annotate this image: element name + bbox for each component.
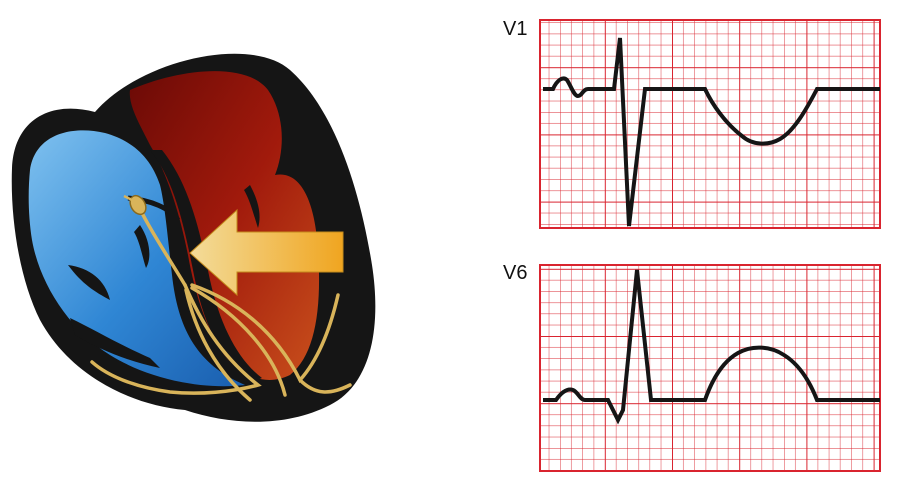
av-node-icon (123, 194, 147, 216)
ecg-panel-v1: V1 (503, 18, 881, 229)
depolarization-arrow-icon (189, 208, 344, 297)
valve-leaflet-right (134, 225, 150, 268)
left-bundle-branch-2 (190, 286, 287, 397)
ventricle-trabeculae (70, 318, 160, 368)
heart-diagram-icon (11, 53, 376, 422)
ecg-grid-v6 (539, 264, 881, 472)
ecg-panel-v6: V6 (503, 262, 881, 472)
right-bundle-branch (90, 283, 262, 395)
lead-label-v1: V1 (503, 18, 527, 40)
lead-label-v6: V6 (503, 262, 527, 284)
valve-leaflet-left (244, 185, 260, 228)
left-bundle-branch (190, 283, 340, 384)
ecg-grid-v1 (539, 19, 881, 229)
purkinje-fibre (298, 378, 352, 394)
right-bundle-branch-2 (184, 288, 252, 402)
papillary-muscle (68, 265, 110, 300)
ecg-trace-v6 (543, 269, 880, 425)
ecg-trace-v1 (543, 37, 880, 227)
right-heart-chambers (28, 130, 245, 387)
